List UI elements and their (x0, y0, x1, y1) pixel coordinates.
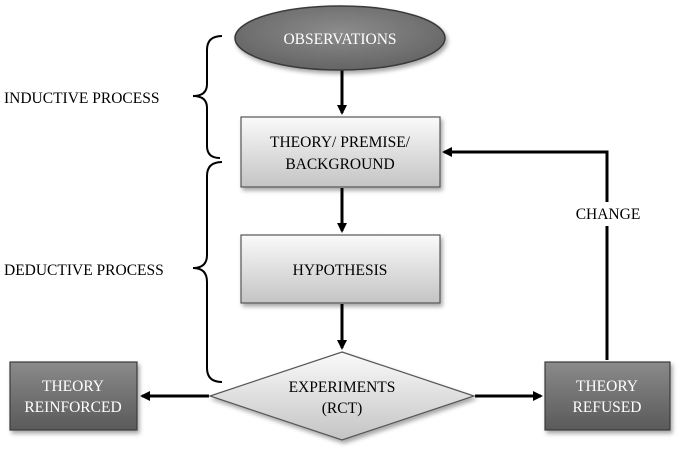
deductive-process-label: DEDUCTIVE PROCESS (4, 262, 164, 279)
reinforced-text-line2: REINFORCED (24, 399, 121, 416)
hypothesis-text: HYPOTHESIS (293, 262, 388, 279)
reinforced-text-line1: THEORY (42, 378, 104, 395)
experiments-text-line2: (RCT) (322, 400, 362, 417)
change-label: CHANGE (576, 206, 641, 223)
theory-text-line1: THEORY/ PREMISE/ (270, 134, 411, 151)
deductive-brace (192, 161, 223, 383)
observations-node: OBSERVATIONS (234, 5, 446, 71)
experiments-text-line1: EXPERIMENTS (289, 379, 396, 396)
theory-refused-node: THEORY REFUSED (544, 361, 671, 431)
observations-text: OBSERVATIONS (283, 31, 396, 48)
inductive-brace (192, 35, 223, 159)
inductive-process-label: INDUCTIVE PROCESS (4, 90, 159, 107)
arrow-change-loop (442, 147, 609, 360)
experiments-node: EXPERIMENTS (RCT) (208, 351, 476, 441)
theory-premise-node: THEORY/ PREMISE/ BACKGROUND (240, 116, 441, 188)
refused-text-line2: REFUSED (573, 399, 642, 416)
refused-text-line1: THEORY (576, 378, 638, 395)
hypothesis-node: HYPOTHESIS (240, 234, 441, 304)
theory-reinforced-node: THEORY REINFORCED (9, 361, 138, 431)
theory-text-line2: BACKGROUND (285, 156, 394, 173)
